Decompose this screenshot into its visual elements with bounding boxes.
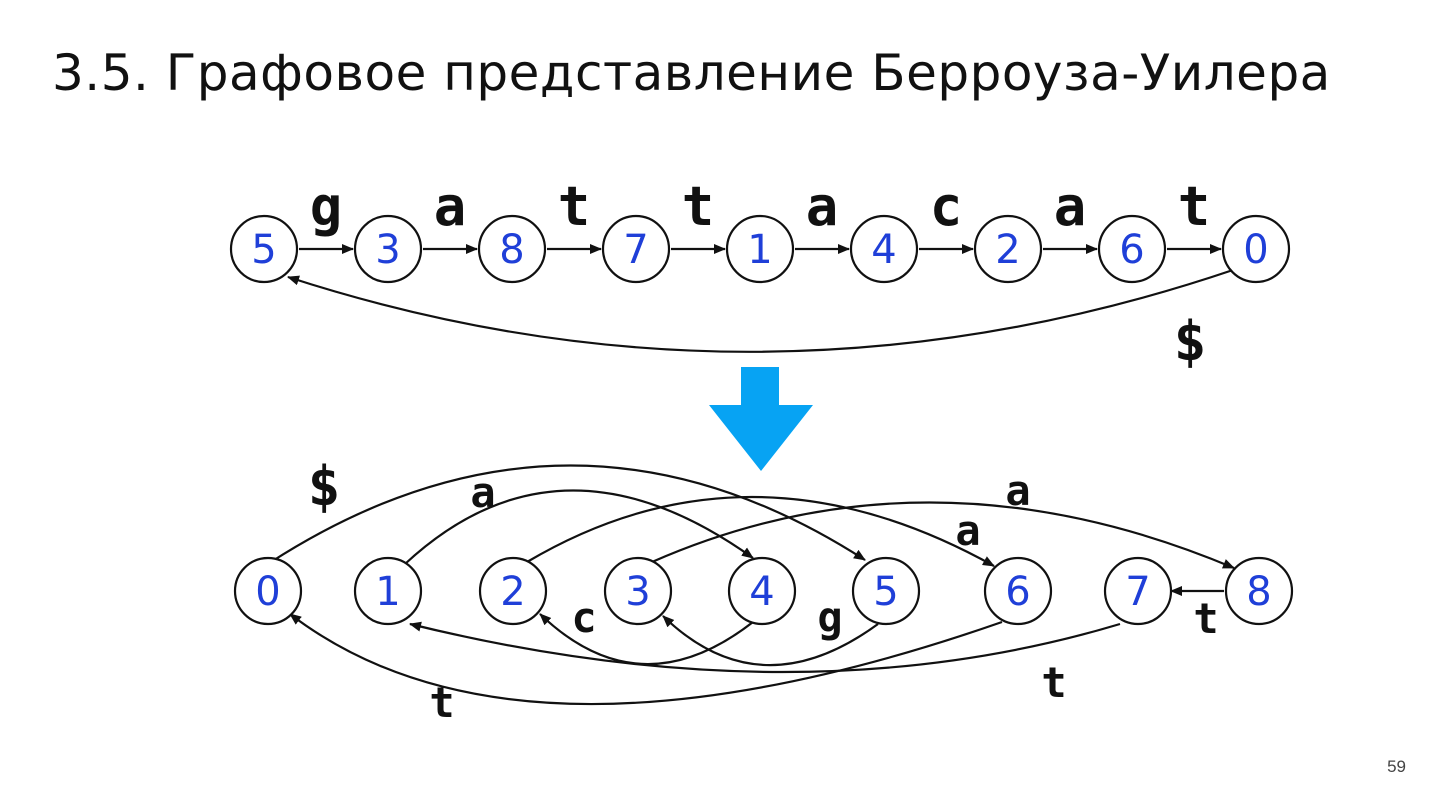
node-label: 2	[500, 569, 525, 615]
top-graph: g a t t a c a t $ 5 3 8 7 1 4 2 6 0	[229, 175, 1291, 373]
down-arrow-icon	[709, 367, 813, 471]
node-label: 0	[255, 569, 280, 615]
top-edge-label: t	[1178, 175, 1211, 238]
top-edge-label: t	[682, 175, 715, 238]
bottom-node: 7	[1103, 556, 1173, 626]
node-label: 3	[625, 569, 650, 615]
node-label: 8	[1246, 569, 1271, 615]
bottom-edge-label: g	[817, 593, 842, 642]
bottom-edge-label: t	[1041, 658, 1066, 707]
bottom-edge-2-6	[526, 495, 995, 567]
bottom-edge-label: a	[955, 506, 980, 555]
bottom-edge-5-3	[662, 615, 879, 667]
node-label: 2	[995, 227, 1020, 273]
node-label: 5	[873, 569, 898, 615]
node-label: 8	[499, 227, 524, 273]
bottom-edge-7-1	[409, 621, 1121, 674]
top-edge-label: a	[1054, 175, 1087, 238]
top-loop-edge	[287, 268, 1234, 353]
top-node: 8	[477, 214, 547, 284]
top-node: 7	[601, 214, 671, 284]
bottom-node: 8	[1224, 556, 1294, 626]
slide-title: 3.5. Графовое представление Берроуза-Уил…	[52, 44, 1331, 102]
bottom-edge-label: a	[1005, 466, 1030, 515]
bottom-edge-0-5	[270, 464, 866, 563]
bottom-edge-1-4	[404, 489, 754, 565]
node-label: 5	[251, 227, 276, 273]
node-label: 4	[749, 569, 774, 615]
node-label: 1	[375, 569, 400, 615]
bottom-node: 2	[478, 556, 548, 626]
page-number: 59	[1387, 757, 1406, 776]
top-edge-label: a	[806, 175, 839, 238]
top-node: 2	[973, 214, 1043, 284]
top-edge-label: g	[310, 175, 343, 238]
bottom-node: 6	[983, 556, 1053, 626]
top-edge-label: a	[434, 175, 467, 238]
bottom-node: 5	[851, 556, 921, 626]
top-edge-label: t	[558, 175, 591, 238]
node-label: 6	[1119, 227, 1144, 273]
node-label: 4	[871, 227, 896, 273]
bottom-edge-6-0	[289, 613, 1003, 706]
node-label: 1	[747, 227, 772, 273]
bottom-edge-label: $	[308, 455, 341, 518]
top-node: 5	[229, 214, 299, 284]
top-node: 0	[1221, 214, 1291, 284]
bottom-edge-label: a	[470, 468, 495, 517]
bottom-edge-3-8	[651, 501, 1235, 570]
top-loop-label: $	[1174, 310, 1207, 373]
top-node: 4	[849, 214, 919, 284]
bottom-edge-label: t	[429, 678, 454, 727]
bottom-edge-label: t	[1193, 594, 1218, 643]
top-node: 6	[1097, 214, 1167, 284]
node-label: 3	[375, 227, 400, 273]
bottom-node: 3	[603, 556, 673, 626]
node-label: 7	[623, 227, 648, 273]
bottom-node: 0	[233, 556, 303, 626]
node-label: 6	[1005, 569, 1030, 615]
top-edge-label: c	[930, 175, 963, 238]
bottom-graph: $ a a a c g t t t 0 1 2 3 4 5 6 7 8	[233, 455, 1294, 727]
bottom-node: 4	[727, 556, 797, 626]
bottom-node: 1	[353, 556, 423, 626]
node-label: 7	[1125, 569, 1150, 615]
bottom-edge-label: c	[571, 593, 596, 642]
top-node: 1	[725, 214, 795, 284]
node-label: 0	[1243, 227, 1268, 273]
top-node: 3	[353, 214, 423, 284]
